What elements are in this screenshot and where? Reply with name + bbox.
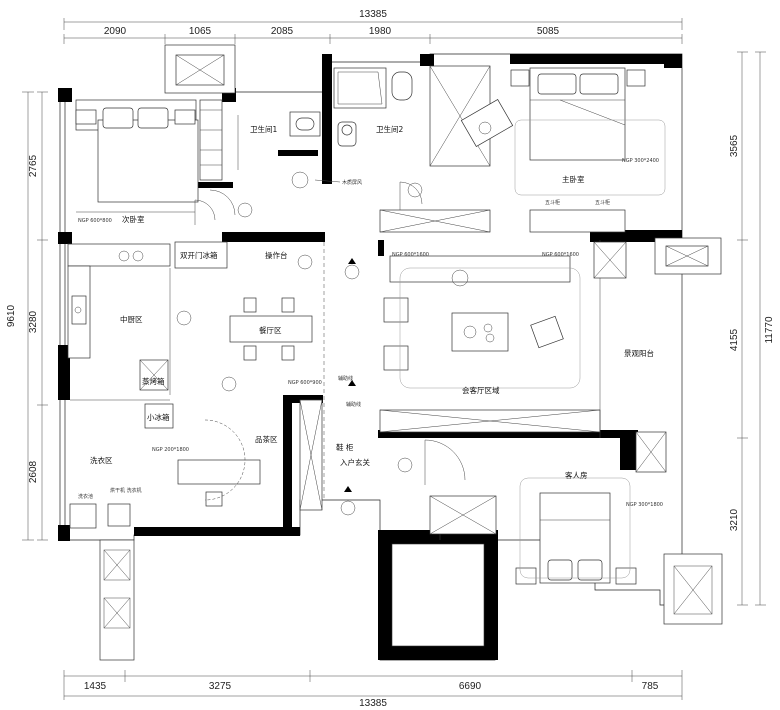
- bathroom-1-label: 卫生间1: [250, 124, 277, 134]
- top-dim-4: 1980: [369, 26, 392, 37]
- guest-room: 客人房 NGP 300*1800: [429, 470, 723, 625]
- dining-area-label: 餐厅区: [259, 326, 282, 335]
- laundry-area-label: 洗衣区: [90, 455, 113, 465]
- master-bedroom-label: 主卧室: [562, 174, 585, 184]
- right-dim-2: 4155: [729, 328, 740, 351]
- living-ngp-2: NGP 600*1600: [542, 252, 579, 258]
- middle-kitchen-label: 中厨区: [120, 314, 143, 324]
- dryer-washer-label: 烘干机 洗衣机: [110, 487, 142, 494]
- aux-line-2: 辅助线: [346, 401, 361, 408]
- bathroom-2-label: 卫生间2: [376, 124, 403, 134]
- kitchen-dining: 中厨区 双开门冰箱 操作台 餐厅区 蒸烤箱 NGP 600*900: [67, 241, 360, 401]
- left-total-dim: 9610: [6, 304, 17, 327]
- tea-ngp: NGP 200*1800: [152, 447, 189, 453]
- entrance: 鞋 柜 入户玄关: [336, 439, 466, 516]
- living-area-label: 会客厅区域: [462, 385, 500, 395]
- walls: [58, 53, 683, 661]
- second-bedroom: 次卧室 NGP 600*800: [75, 99, 223, 225]
- living-area: NGP 600*1600 NGP 600*1600 会客厅区域 景观阳台 辅助线…: [323, 240, 654, 500]
- bottom-dim-2: 3275: [209, 681, 232, 692]
- counter-label: 操作台: [265, 250, 288, 260]
- living-ngp-1: NGP 600*1600: [392, 252, 429, 258]
- dining-ngp: NGP 600*900: [288, 380, 322, 386]
- storage-1-label: 五斗柜: [545, 199, 560, 206]
- wood-screen-label: 木质屏风: [342, 179, 362, 186]
- steam-oven-label: 蒸烤箱: [142, 376, 165, 386]
- bottom-dimensions: 1435 3275 6690 785 13385: [63, 670, 683, 709]
- bottom-dim-3: 6690: [459, 681, 482, 692]
- top-dim-2: 1065: [189, 26, 212, 37]
- hallway-top: 木质屏风: [209, 171, 423, 218]
- left-dim-2: 3280: [28, 310, 39, 333]
- laundry-area: 洗衣区 洗衣池 烘干机 洗衣机: [69, 455, 142, 661]
- right-dim-1: 3565: [729, 134, 740, 157]
- bottom-dim-4: 785: [642, 681, 659, 692]
- bottom-total-dim: 13385: [359, 698, 387, 709]
- fridge-label: 双开门冰箱: [180, 250, 218, 260]
- top-dim-3: 2085: [271, 26, 294, 37]
- bathroom-1: 卫生间1: [164, 44, 321, 170]
- right-dim-3: 3210: [729, 508, 740, 531]
- top-dim-5: 5085: [537, 26, 560, 37]
- top-total-dim: 13385: [359, 9, 387, 20]
- shoe-cabinet-label: 鞋 柜: [336, 442, 354, 452]
- direction-arrows: [344, 258, 356, 492]
- storage-2-label: 五斗柜: [595, 199, 610, 206]
- guest-ngp: NGP 300*1800: [626, 502, 663, 508]
- right-dimensions: 3565 4155 3210 11770: [729, 51, 775, 606]
- bathroom-2: 卫生间2: [333, 67, 413, 147]
- top-dimensions: 13385 2090 1065 2085 1980 5085: [63, 9, 683, 44]
- master-ngp: NGP 300*2400: [622, 158, 659, 164]
- balcony: [593, 237, 722, 473]
- right-total-dim: 11770: [764, 316, 775, 344]
- guest-room-label: 客人房: [565, 470, 588, 480]
- second-bedroom-ngp: NGP 600*800: [78, 218, 112, 224]
- laundry-sink-label: 洗衣池: [78, 493, 93, 500]
- left-dim-1: 2765: [28, 154, 39, 177]
- tea-area: 小冰箱 品茶区 NGP 200*1800: [144, 399, 323, 511]
- second-bedroom-label: 次卧室: [122, 214, 145, 224]
- master-bedroom: 主卧室 NGP 300*2400 五斗柜 五斗柜: [379, 65, 666, 233]
- tea-area-label: 品茶区: [255, 434, 278, 444]
- small-fridge-label: 小冰箱: [147, 412, 170, 422]
- top-dim-1: 2090: [104, 26, 127, 37]
- left-dim-3: 2608: [28, 460, 39, 483]
- bottom-dim-1: 1435: [84, 681, 107, 692]
- view-balcony-label: 景观阳台: [624, 348, 654, 358]
- aux-line-1: 辅助线: [338, 375, 353, 382]
- entrance-hall-label: 入户玄关: [340, 457, 370, 467]
- left-dimensions: 9610 2765 3280 2608: [6, 91, 48, 541]
